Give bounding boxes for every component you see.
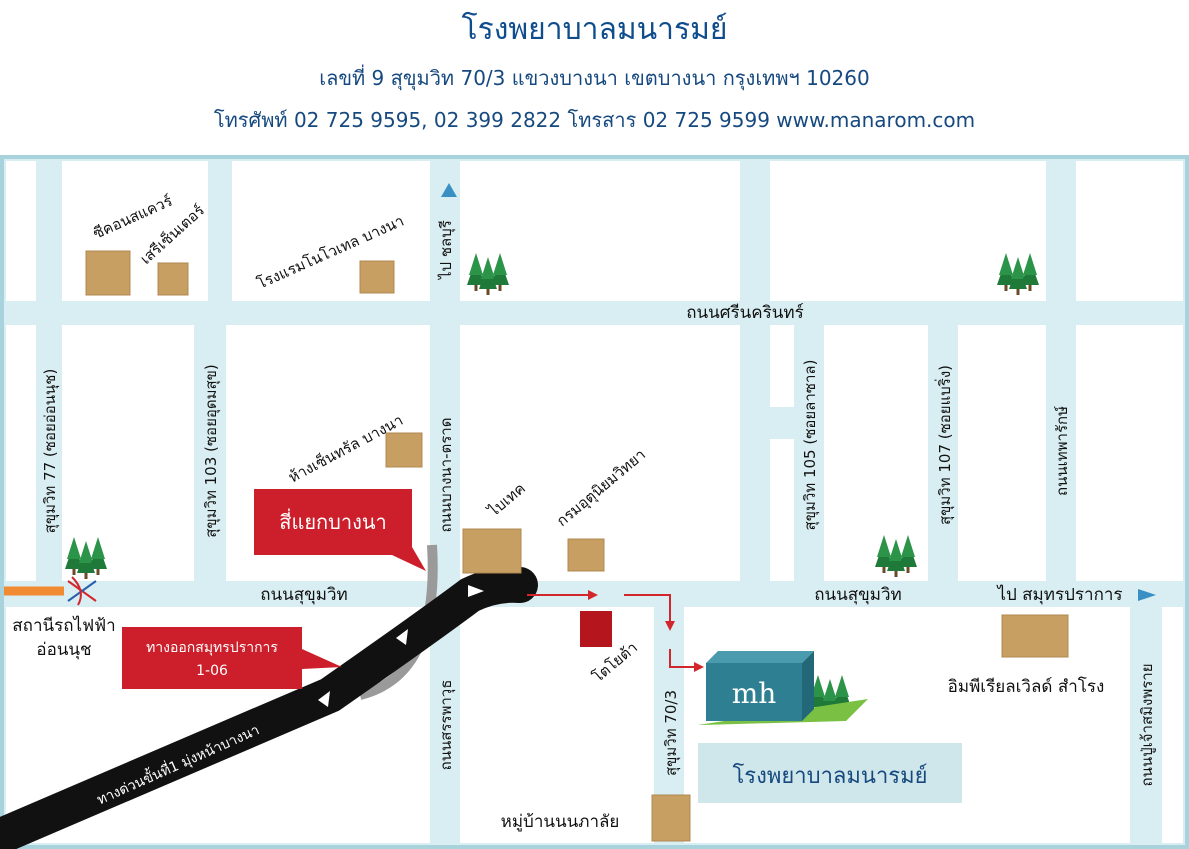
hospital-label-box (698, 743, 962, 803)
landmark-moo-baan: หมู่บ้านนนภาลัย (501, 812, 620, 832)
svg-text:1-06: 1-06 (196, 663, 228, 679)
road-sanphawut: ถนนสรรพาวุธ (437, 680, 456, 771)
road-sukhumvit-west: ถนนสุขุมวิท (260, 585, 348, 605)
bts-station-label: สถานีรถไฟฟ้า (12, 615, 115, 636)
exit-callout: ทางออกสมุทรปราการ 1-06 (122, 627, 342, 689)
road-thepharak: ถนนเทพารักษ์ (1053, 406, 1071, 496)
hospital-label: โรงพยาบาลมนารมย์ (732, 763, 927, 789)
hospital-logo: mh (732, 677, 777, 710)
road-soi-107: สุขุมวิท 107 (ซอยแบริ่ง) (934, 365, 955, 525)
svg-text:สี่แยกบางนา: สี่แยกบางนา (279, 508, 387, 534)
direction-arrow-icon (441, 183, 1156, 601)
road-bangna-trat: ถนนบางนา-ตราด (437, 418, 455, 533)
road-soi-70-3: สุขุมวิท 70/3 (662, 690, 681, 776)
road-pu-chao: ถนนปู่เจ้าสมิงพราย (1138, 664, 1156, 787)
landmark-imperial: อิมพีเรียลเวิลด์ สำโรง (948, 676, 1105, 697)
road-srinakarin: ถนนศรีนครินทร์ (686, 303, 804, 323)
hospital-address: เลขที่ 9 สุขุมวิท 70/3 แขวงบางนา เขตบางน… (319, 66, 870, 90)
hospital-building: mh (698, 651, 868, 725)
road-soi-103: สุขุมวิท 103 (ซอยอุดมสุข) (202, 364, 221, 538)
bangna-junction-callout: สี่แยกบางนา (254, 489, 426, 571)
road-soi-105: สุขุมวิท 105 (ซอยลาซาล) (801, 360, 820, 531)
to-chonburi-label: ไป ชลบุรี (437, 220, 456, 280)
building-box-icon (85, 250, 1069, 842)
bts-station-name: อ่อนนุช (36, 640, 91, 660)
location-map: mh โรงพยาบาลมนารมย์ สี่แยกบางนา ทางออกสม… (0, 155, 1189, 849)
hospital-contact: โทรศัพท์ 02 725 9595, 02 399 2822 โทรสาร… (213, 108, 976, 132)
road-soi-77: สุขุมวิท 77 (ซอยอ่อนนุช) (41, 369, 60, 534)
toyota-building-icon (580, 611, 612, 647)
bts-station-icon (67, 576, 97, 606)
hospital-title: โรงพยาบาลมนารมย์ (461, 12, 728, 47)
road-sukhumvit-east: ถนนสุขุมวิท (814, 585, 902, 605)
expressway (0, 566, 538, 849)
route-arrow (527, 594, 694, 668)
svg-text:ทางออกสมุทรปราการ: ทางออกสมุทรปราการ (146, 640, 278, 656)
to-samutprakan-label: ไป สมุทรปราการ (995, 584, 1122, 605)
header: โรงพยาบาลมนารมย์ เลขที่ 9 สุขุมวิท 70/3 … (0, 0, 1189, 150)
